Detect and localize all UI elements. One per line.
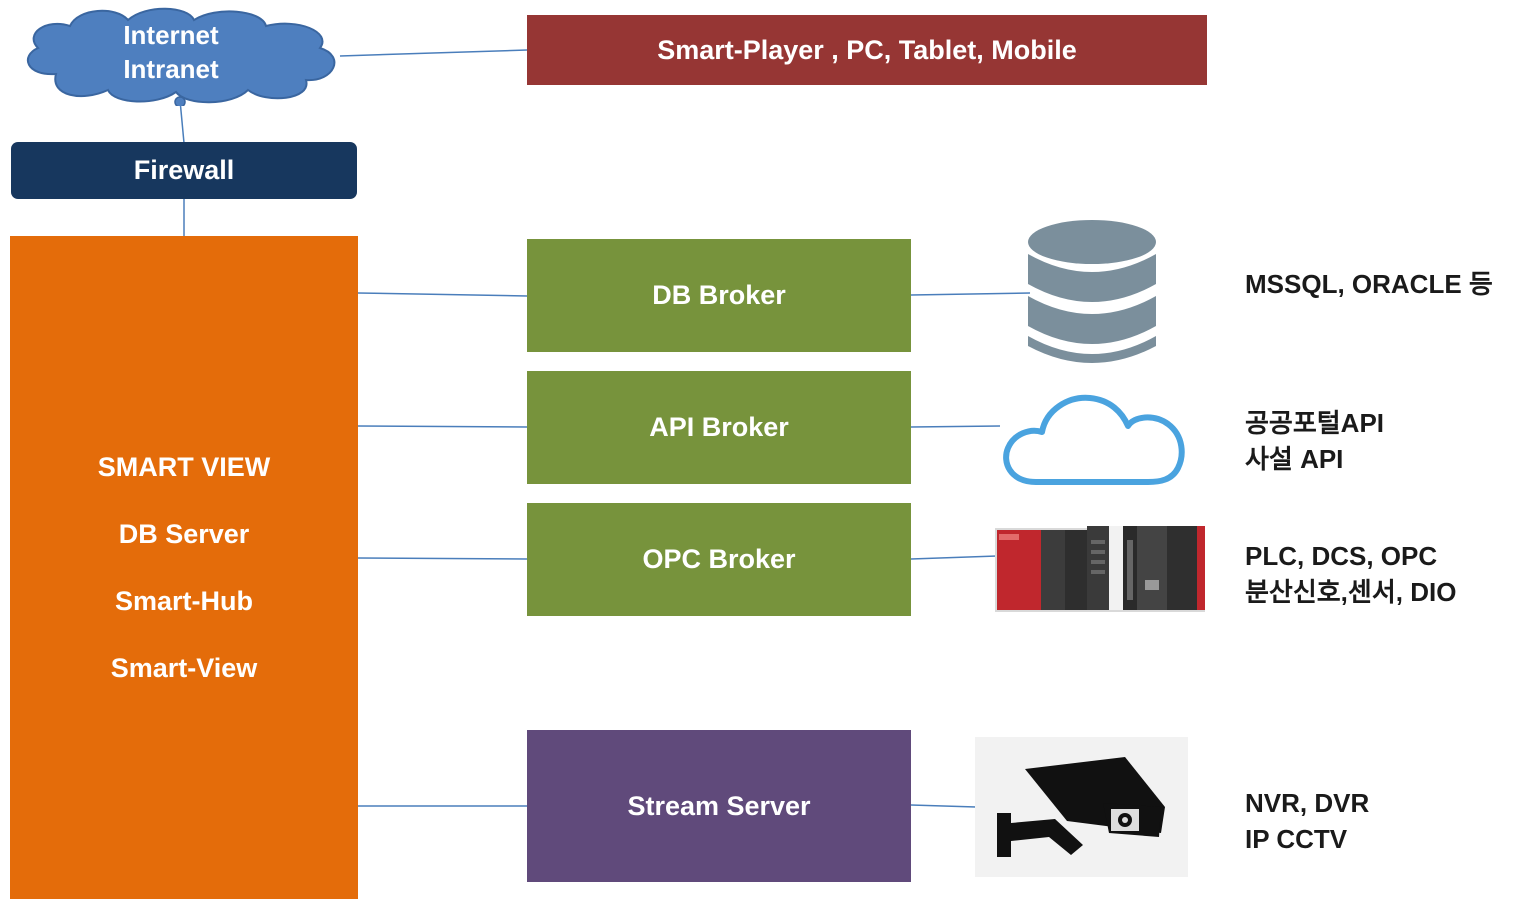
smartview-smart-hub: Smart-Hub <box>114 585 253 616</box>
db-broker-box: DB Broker <box>527 239 911 352</box>
api-broker-box: API Broker <box>527 371 911 484</box>
firewall-label: Firewall <box>133 155 235 185</box>
opc-target-label: PLC, DCS, OPC 분산신호,센서, DIO <box>1245 538 1456 610</box>
stream-server-box: Stream Server <box>527 730 911 882</box>
db-broker-label: DB Broker <box>652 280 786 310</box>
smartview-title: SMART VIEW <box>97 451 271 482</box>
opc-target-line-2: 분산신호,센서, DIO <box>1245 577 1457 607</box>
db-target-line-1: MSSQL, ORACLE 등 <box>1245 269 1493 299</box>
internet-cloud: Internet Intranet <box>16 4 346 106</box>
link-smartview-api <box>357 425 528 428</box>
clients-box: Smart-Player , PC, Tablet, Mobile <box>527 15 1207 85</box>
link-stream-camera <box>910 804 977 808</box>
stream-target-label: NVR, DVR IP CCTV <box>1245 785 1369 857</box>
opc-broker-box: OPC Broker <box>527 503 911 616</box>
link-db-database <box>910 292 1031 296</box>
api-target-line-2: 사설 API <box>1245 444 1344 474</box>
cloud-icon <box>27 7 336 106</box>
link-cloud-clients <box>339 49 528 57</box>
link-opc-plc <box>910 555 998 560</box>
api-broker-label: API Broker <box>649 412 789 442</box>
plc-rack-icon <box>995 526 1205 612</box>
database-icon <box>1028 220 1156 363</box>
smartview-db-server: DB Server <box>118 518 250 549</box>
stream-target-line-2: IP CCTV <box>1245 824 1348 854</box>
smartview-server: SMART VIEW DB Server Smart-Hub Smart-Vie… <box>10 236 358 899</box>
stream-target-line-1: NVR, DVR <box>1245 788 1370 818</box>
link-cloud-firewall <box>179 99 185 144</box>
smartview-smart-view: Smart-View <box>110 652 258 683</box>
opc-broker-label: OPC Broker <box>642 544 796 574</box>
cctv-camera-icon <box>975 737 1188 877</box>
firewall-box: Firewall <box>11 142 357 199</box>
stream-server-label: Stream Server <box>627 790 811 821</box>
link-api-cloud <box>910 425 1001 428</box>
cloud-label-intranet: Intranet <box>123 54 219 84</box>
db-target-label: MSSQL, ORACLE 등 <box>1245 266 1493 302</box>
cloud-label-internet: Internet <box>123 20 219 50</box>
link-smartview-db <box>357 292 528 297</box>
api-target-label: 공공포털API 사설 API <box>1245 405 1384 477</box>
opc-target-line-1: PLC, DCS, OPC <box>1245 541 1438 571</box>
cloud-api-icon <box>1003 394 1185 485</box>
api-target-line-1: 공공포털API <box>1245 408 1385 438</box>
clients-label: Smart-Player , PC, Tablet, Mobile <box>657 34 1077 65</box>
link-smartview-opc <box>357 557 528 560</box>
